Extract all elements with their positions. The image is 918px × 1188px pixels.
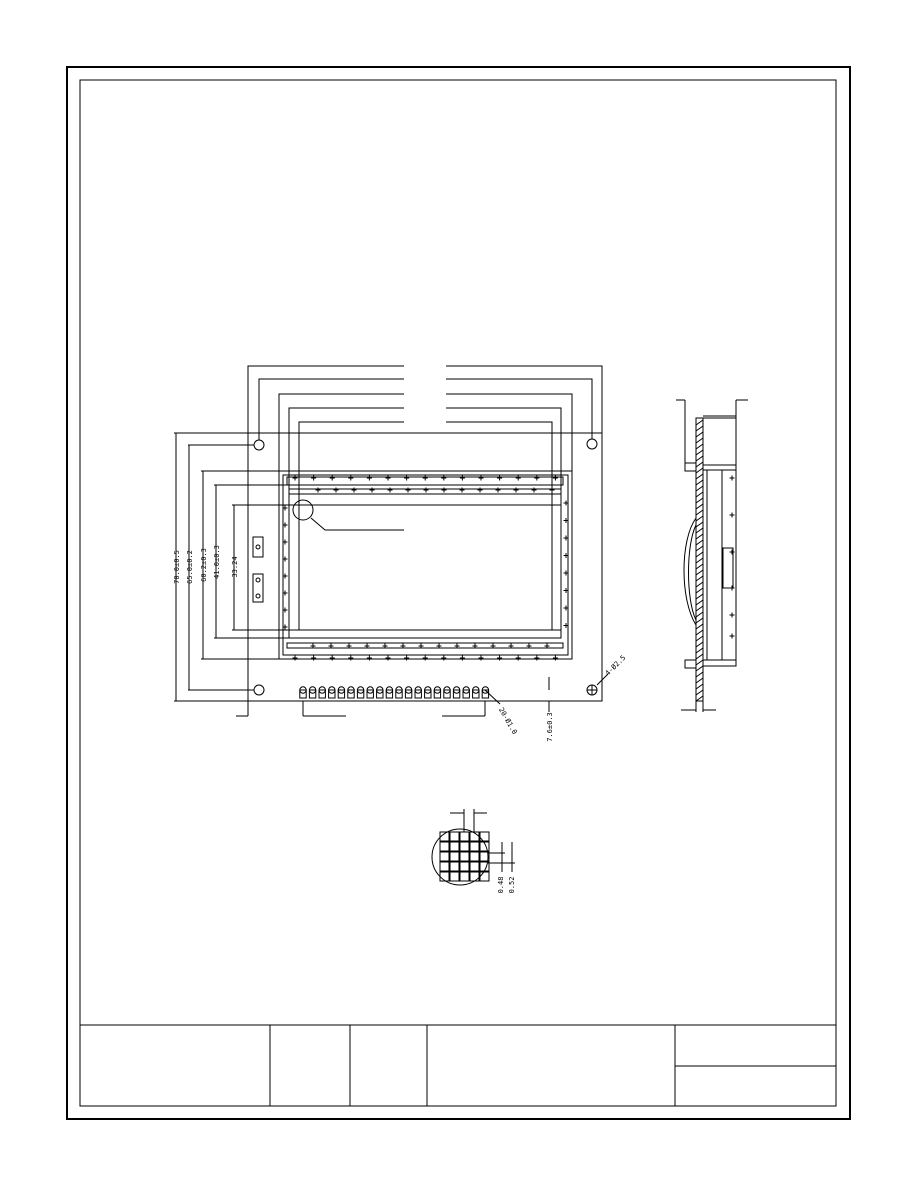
- pixel-dot: [469, 861, 480, 872]
- dim-active-height: 41.0±0.3: [213, 545, 221, 579]
- pixel-dot: [449, 861, 460, 872]
- dim-overall-height: 70.0±0.5: [173, 550, 181, 584]
- vertical-dimensions: [174, 432, 299, 702]
- pcb-outline: [247, 432, 603, 702]
- pixel-detail: 0.48 0.52: [431, 809, 516, 894]
- side-module: [702, 417, 737, 667]
- bottom-terminal-strip: [286, 642, 564, 649]
- viewing-area: [288, 484, 562, 639]
- pixel-dot: [439, 841, 450, 852]
- active-area: [298, 504, 553, 631]
- component-pad: [252, 573, 264, 603]
- pixel-dot: [449, 831, 460, 842]
- pixel-dot: [459, 841, 470, 852]
- dim-pin-pitch: 20-Ø1.0: [497, 706, 519, 736]
- mounting-hole: [253, 439, 265, 451]
- mounting-hole: [586, 438, 598, 450]
- dim-bezel-height: 65.0±0.2: [186, 550, 194, 584]
- pixel-dot: [459, 851, 470, 862]
- pixel-dot: [479, 831, 490, 842]
- pin-row: [299, 686, 490, 699]
- dim-dot-size: 0.48: [497, 877, 505, 894]
- title-block: [80, 1024, 836, 1106]
- pixel-dot: [469, 871, 480, 882]
- side-terminal-markers: [729, 475, 735, 639]
- pixel-dot: [439, 861, 450, 872]
- pixel-dot: [479, 861, 490, 872]
- dim-hole: 4-Ø2.5: [604, 654, 628, 678]
- dim-viewing-height: 60.2±0.3: [200, 548, 208, 582]
- inner-frame: [79, 79, 837, 1107]
- dim-pin-offset: 7.6±0.3: [546, 712, 554, 742]
- dot-grid: [439, 831, 490, 882]
- pixel-dot: [479, 871, 490, 882]
- component-pad: [252, 536, 264, 558]
- pixel-dot: [449, 871, 460, 882]
- bezel-outline: [278, 470, 573, 660]
- pixel-dot: [459, 871, 470, 882]
- hatching: [695, 419, 704, 702]
- pixel-dot: [459, 831, 470, 842]
- pixel-dot: [469, 851, 480, 862]
- pixel-dot: [449, 851, 460, 862]
- mounting-hole: [253, 684, 265, 696]
- pixel-dot: [479, 841, 490, 852]
- terminal-markers: [282, 475, 569, 661]
- outer-frame: [66, 66, 851, 1120]
- pixel-dot: [439, 831, 450, 842]
- pixel-dot: [439, 851, 450, 862]
- dim-inner-height: 33.24: [231, 556, 239, 577]
- pixel-dot: [449, 841, 460, 852]
- dim-dot-pitch: 0.52: [508, 877, 516, 894]
- pixel-dot: [459, 861, 470, 872]
- detail-callout-circle: [292, 499, 314, 521]
- front-view: 70.0±0.5 65.0±0.2 60.2±0.3 41.0±0.3 33.2…: [173, 365, 628, 742]
- pixel-dot: [439, 871, 450, 882]
- pixel-dot: [469, 841, 480, 852]
- bezel-inner: [282, 474, 569, 656]
- pixel-dot: [479, 851, 490, 862]
- horizontal-dimensions: [247, 365, 603, 505]
- side-view: [676, 399, 748, 712]
- detail-circle: [431, 828, 489, 886]
